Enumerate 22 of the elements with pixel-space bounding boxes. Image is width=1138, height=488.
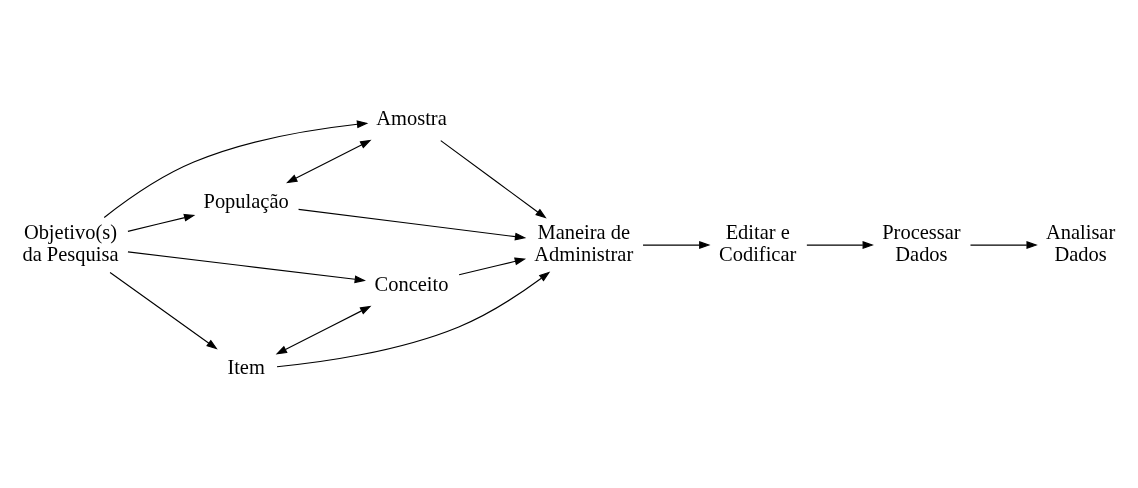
node-text: Maneira de Administrar — [534, 220, 634, 265]
node-text: Processar Dados — [882, 220, 961, 265]
arrow — [276, 271, 551, 367]
arrow — [275, 305, 372, 355]
node-text: Editar e Codificar — [719, 220, 797, 265]
arrow — [298, 208, 527, 241]
node-text: Item — [227, 355, 265, 378]
node-text: Conceito — [374, 272, 449, 295]
node-text: Objetivo(s) da Pesquisa — [22, 220, 119, 265]
arrow — [286, 139, 372, 183]
arrow — [103, 119, 369, 218]
arrow — [109, 271, 218, 349]
arrow — [806, 240, 874, 249]
arrow — [969, 240, 1038, 249]
arrow — [127, 250, 366, 283]
arrow — [458, 257, 527, 275]
arrow — [440, 139, 547, 219]
arrow — [642, 240, 711, 249]
node-text: Amostra — [376, 106, 447, 129]
node-text: Analisar Dados — [1045, 220, 1116, 265]
arrow — [127, 213, 196, 232]
node-text: População — [203, 189, 289, 212]
